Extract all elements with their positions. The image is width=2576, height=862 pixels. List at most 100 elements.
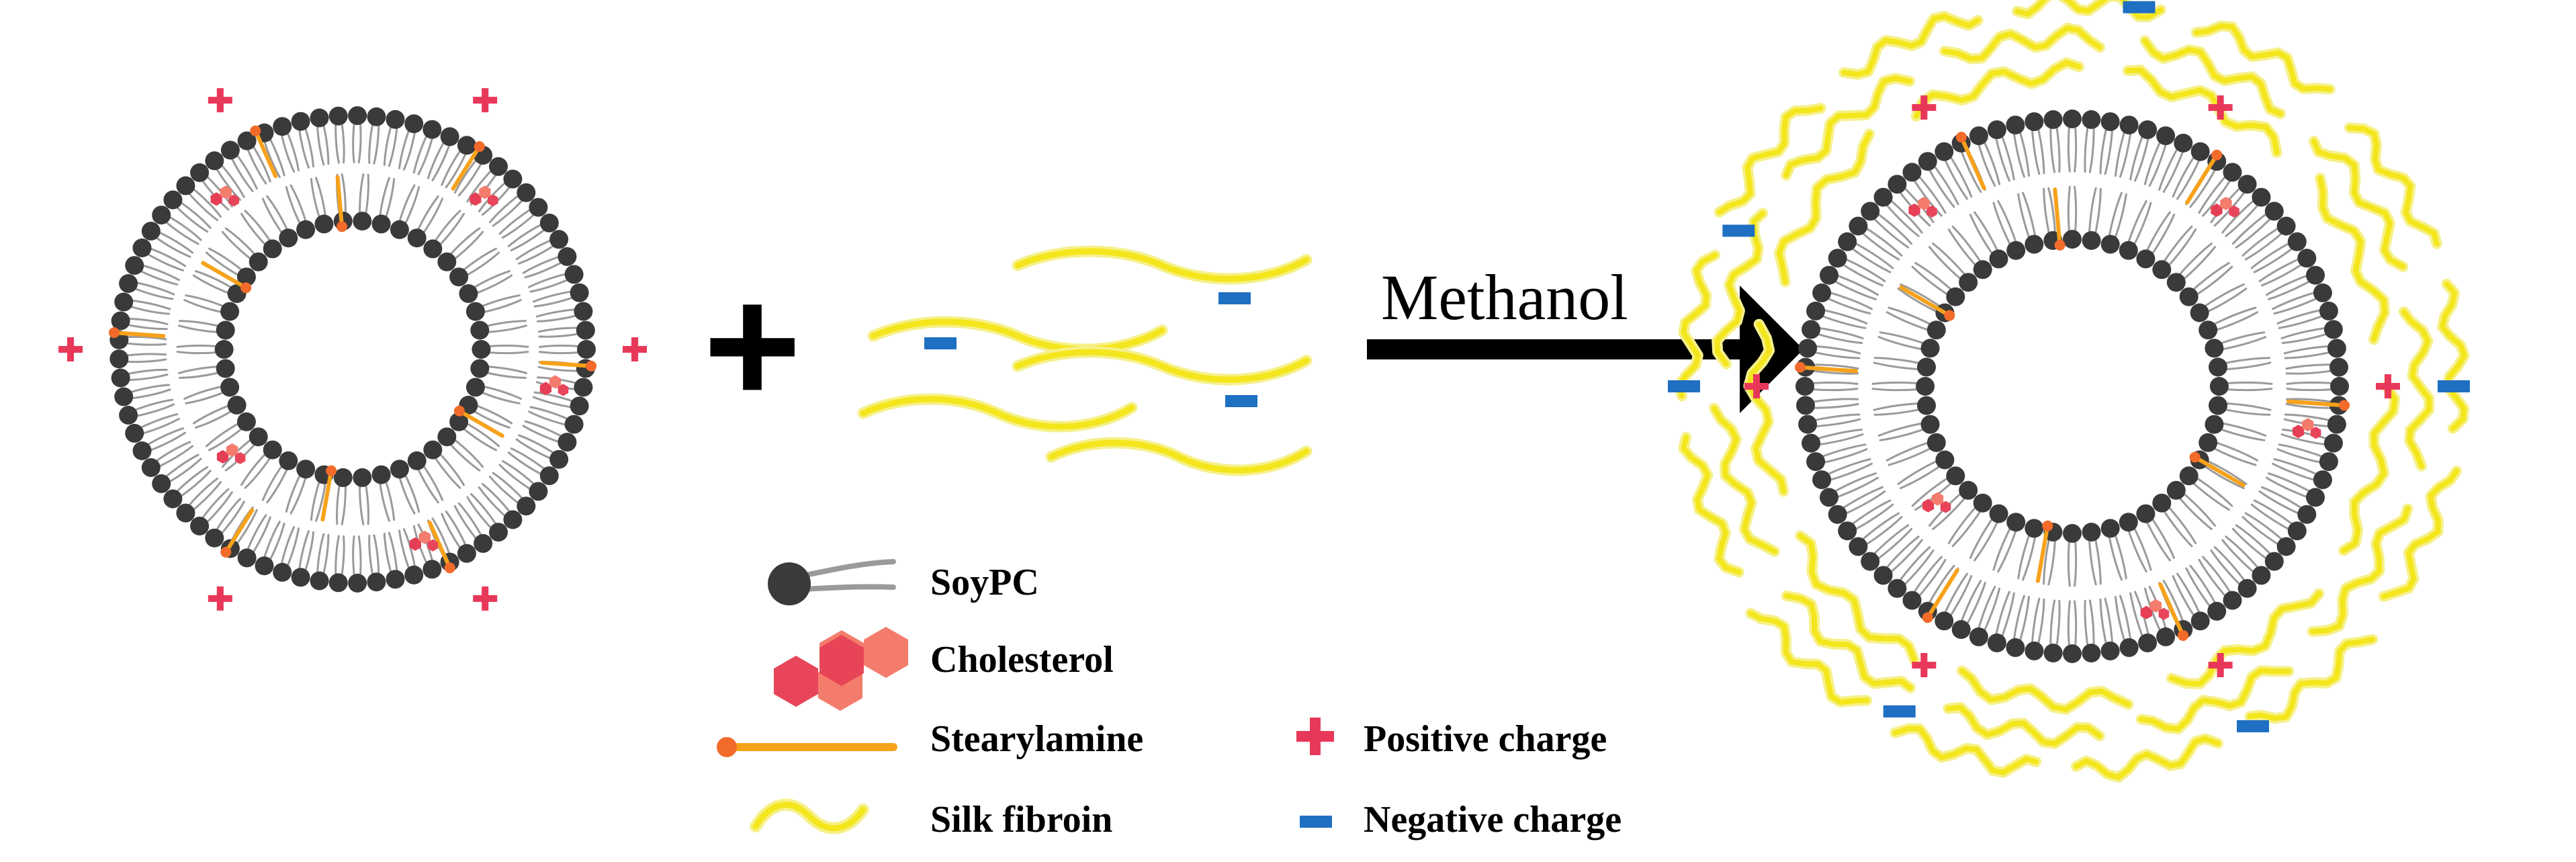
cholesterol-molecule (2140, 599, 2170, 620)
stearylamine-molecule (427, 520, 452, 570)
stearylamine-molecule (2158, 582, 2186, 638)
silk-fibroin-chain (2440, 281, 2467, 431)
legend-positive-charge-label: Positive charge (1364, 718, 1607, 760)
silk-fibroin-chain (1959, 668, 2131, 712)
stearylamine-molecule (1797, 365, 1859, 374)
liposome-right-coated (1668, 0, 2470, 783)
silk-fibroin-chain (1783, 593, 1913, 691)
cholesterol-molecule (216, 443, 246, 464)
cholesterol-molecule (539, 375, 569, 396)
stearylamine-molecule (2035, 523, 2050, 583)
stearylamine-molecule (320, 468, 334, 522)
silk-fibroin-chain (2142, 38, 2284, 117)
lipid-tails (124, 121, 581, 578)
negative-charge-icon (1668, 380, 1700, 392)
stearylamine-molecule (1899, 285, 1952, 318)
stearylamine-molecule (2286, 399, 2347, 408)
silk-fibroin-coating (1673, 0, 2470, 783)
silk-fibroin-chain (1841, 13, 1981, 77)
arrow-label: Methanol (1381, 261, 1628, 333)
silk-fibroin-chain (2125, 67, 2280, 156)
stearylamine-molecule (335, 175, 345, 229)
liposome-right-core (1744, 95, 2400, 677)
legend: SoyPC Cholesterol Stearylamine Silk fibr… (717, 559, 1622, 841)
positive-charge-icon (623, 337, 647, 361)
positive-charge-icon (208, 586, 232, 611)
stearylamine-molecule (253, 128, 278, 179)
silk-fibroin-chain (1676, 252, 1718, 399)
silk-fibroin-chain (1914, 60, 2082, 120)
positive-charge-icon (473, 586, 498, 611)
cholesterol-molecule (1922, 492, 1951, 513)
cholesterol-molecule (210, 185, 239, 207)
positive-charge-icon (1744, 374, 1769, 398)
silk-fibroin-chain (2340, 384, 2398, 554)
legend-silk-fibroin-label: Silk fibroin (930, 799, 1112, 841)
silk-fibroin-chain (2168, 591, 2322, 687)
negative-charge-icon (1218, 292, 1251, 304)
silk-fibroin-chain (1783, 75, 1912, 178)
cholesterol-molecule (409, 530, 439, 552)
positive-charge-icon (208, 88, 232, 113)
silk-fibroin-legend-icon (750, 798, 869, 834)
silk-fibroin-chain (1712, 405, 1778, 554)
negative-charge-icon (2123, 1, 2156, 13)
silk-fibroin-chain (1892, 726, 2039, 775)
negative-charge-icon (2237, 720, 2270, 732)
silk-fibroin-chain (1797, 533, 1917, 662)
silk-fibroin-chain (2311, 138, 2406, 269)
positive-charge-legend-icon (1296, 718, 1334, 755)
positive-charge-icon (2208, 95, 2233, 120)
positive-charge-icon (58, 337, 83, 361)
positive-charge-icon (2376, 374, 2400, 398)
positive-charge-icon (1912, 95, 1937, 120)
legend-soypc-label: SoyPC (930, 562, 1039, 603)
silk-fibroin-chain (1746, 321, 1787, 494)
negative-charge-icon (1722, 224, 1755, 237)
silk-fibroin-chain (2193, 23, 2333, 92)
stearylamine-molecule (2053, 187, 2062, 247)
soypc-legend-icon (768, 559, 896, 605)
silk-fibroin-chain (2138, 668, 2292, 732)
silk-fibroin-chain (1945, 704, 2102, 746)
cholesterol-molecule (2293, 418, 2321, 439)
stearylamine-molecule (1959, 135, 1986, 191)
positive-charge-icon (1912, 652, 1937, 677)
lipid-heads (1795, 110, 2349, 663)
stearylamine-molecule (112, 331, 166, 339)
silk-fibroin-chain (2247, 636, 2376, 722)
stearylamine-molecule (224, 508, 255, 554)
stearylamine-molecule (2192, 455, 2246, 488)
silk-fibroin-chain (2073, 736, 2221, 780)
negative-charge-icon (1225, 395, 1257, 407)
positive-charge-icon (473, 88, 498, 113)
cholesterol-molecule (470, 185, 498, 207)
cholesterol-legend-icon (774, 627, 908, 711)
silk-fibroin-chain (1748, 610, 1870, 705)
silk-fibroin-chain (2347, 125, 2440, 247)
negative-charge-legend-icon (1300, 816, 1332, 828)
stearylamine-molecule (451, 144, 482, 191)
silk-fibroin-chain (2014, 0, 2164, 19)
legend-stearylamine-label: Stearylamine (930, 718, 1143, 760)
stearylamine-molecule (539, 360, 594, 368)
silk-fibroin-chain (2317, 175, 2388, 343)
plus-sign: + (703, 251, 801, 439)
positive-charge-icon (2208, 652, 2233, 677)
stearylamine-molecule (1925, 568, 1959, 620)
silk-fibroin-chain (1716, 105, 1824, 215)
legend-cholesterol-label: Cholesterol (930, 639, 1114, 681)
silk-fibroin-chain (1714, 210, 1766, 367)
silk-fibroin-chain (2401, 309, 2432, 469)
silk-fibroin-chain (1776, 131, 1872, 285)
silk-fibroin-chain (2381, 468, 2460, 599)
silk-fibroin-chain (1681, 434, 1742, 575)
stearylamine-molecule (201, 261, 249, 290)
silk-fibroin-chain (2309, 506, 2411, 634)
stearylamine-legend-icon (717, 737, 897, 757)
negative-charge-icon (2438, 380, 2470, 392)
cholesterol-molecule (1908, 196, 1937, 218)
lipid-tails (1810, 124, 2334, 648)
liposome-left (58, 88, 647, 611)
